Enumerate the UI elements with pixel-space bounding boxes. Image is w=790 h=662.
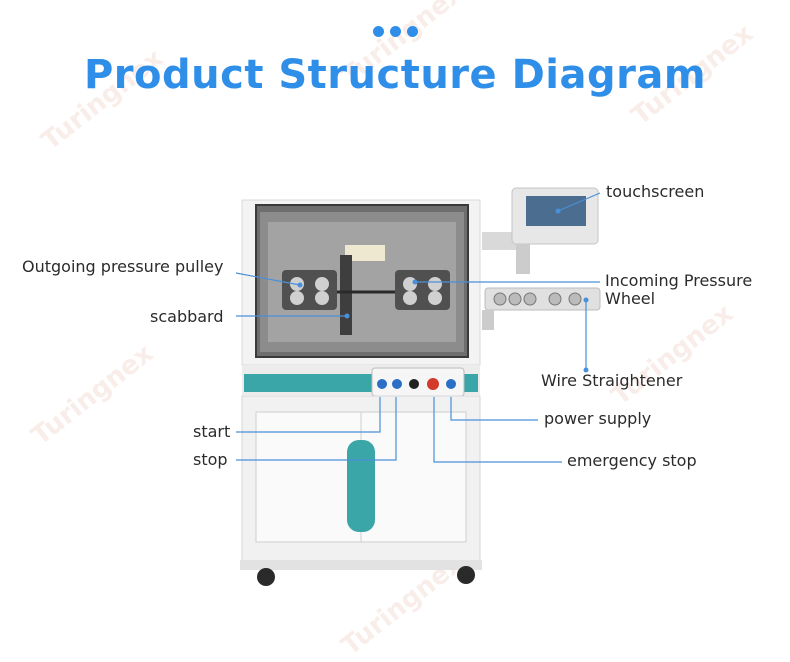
caster-wheel [257, 568, 275, 586]
dot-icon [372, 26, 384, 37]
straightener-roller [493, 292, 507, 306]
start-button-icon [377, 379, 387, 389]
leader-power-supply [450, 397, 538, 421]
caster-wheel [457, 566, 475, 584]
leader-dot [344, 313, 350, 319]
pulley-wheel [290, 291, 304, 305]
straightener-roller [508, 292, 522, 306]
label-emergency-stop: emergency stop [567, 451, 697, 470]
page-title: Product Structure Diagram [83, 52, 707, 98]
dot-icon [406, 26, 418, 37]
leader-dot [412, 279, 418, 285]
pulley-wheel [315, 277, 329, 291]
leader-dot [583, 297, 589, 303]
key-switch-icon [409, 379, 419, 389]
label-wire-straightener: Wire Straightener [541, 371, 683, 390]
straightener-roller [523, 292, 537, 306]
pulley-wheel [428, 291, 442, 305]
leader-dot [555, 208, 561, 214]
warning-sticker [345, 245, 385, 261]
pulley-wheel [315, 291, 329, 305]
label-start: start [193, 422, 231, 441]
label-incoming-pressure-wheel-line1: Incoming Pressure [605, 271, 753, 290]
outgoing-pulley-block [282, 270, 337, 310]
leader-stop [236, 397, 397, 461]
label-touchscreen: touchscreen [606, 182, 705, 201]
straightener-bracket [482, 310, 494, 330]
leader-outgoing-pulley [235, 272, 301, 286]
label-incoming-pressure-wheel-line2: Wheel [605, 289, 656, 308]
leader-emergency-stop [433, 397, 562, 463]
leader-touchscreen [557, 192, 601, 212]
leader-dot [297, 282, 303, 288]
door-handle [347, 440, 375, 532]
straightener-roller [568, 292, 582, 306]
pulley-wheel [428, 277, 442, 291]
emergency-stop-icon [427, 378, 439, 390]
stop-button-icon [392, 379, 402, 389]
cabinet-base [240, 560, 482, 570]
screen-mount [516, 244, 530, 274]
straightener-roller [548, 292, 562, 306]
dot-icon [389, 26, 401, 37]
label-scabbard: scabbard [150, 307, 224, 326]
leader-dot [583, 367, 589, 373]
decorative-dots [0, 22, 790, 41]
incoming-wheel-block [395, 270, 450, 310]
label-power-supply: power supply [544, 409, 652, 428]
leader-lines [235, 192, 601, 463]
machine-illustration [235, 187, 601, 586]
pulley-wheel [403, 291, 417, 305]
label-outgoing-pressure-pulley: Outgoing pressure pulley [22, 257, 224, 276]
scabbard-blade [340, 255, 352, 335]
leader-start [236, 397, 381, 433]
power-button-icon [446, 379, 456, 389]
label-stop: stop [193, 450, 228, 469]
